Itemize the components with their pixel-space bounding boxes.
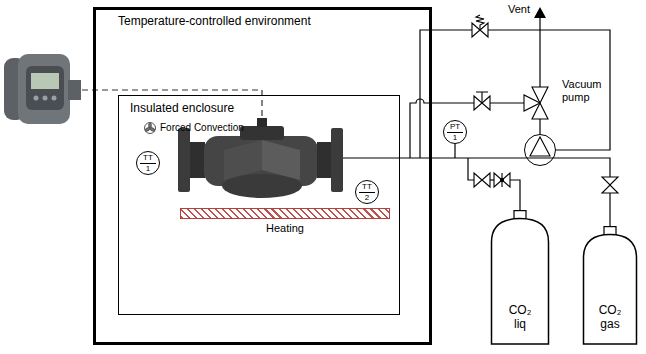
fan-label: Forced Convection — [160, 122, 244, 134]
pump-symbol — [530, 137, 550, 156]
pressure-sensor: PT1 — [443, 120, 467, 144]
three-way-valve — [532, 87, 548, 103]
temperature-sensor: TT1 — [136, 151, 160, 175]
fan-blade — [145, 127, 151, 132]
valve-stem — [257, 118, 267, 127]
vent-label: Vent — [508, 3, 530, 16]
cylinder-neck — [514, 211, 526, 219]
valve-symbols — [472, 15, 618, 193]
cylinder-neck — [604, 227, 616, 235]
transmitter-bezel — [26, 66, 64, 110]
instrument-tag: PT — [447, 123, 463, 133]
vacuum-pipe — [490, 102, 524, 103]
valve-symbol — [482, 96, 490, 110]
gas-cylinder: CO₂ liq — [490, 210, 550, 345]
valve-symbol — [474, 96, 482, 110]
transmitter-conduit — [68, 80, 81, 100]
heating-element: Heating — [180, 208, 390, 219]
instrument-tag: TT — [140, 154, 156, 164]
liquid-pipe — [510, 180, 520, 210]
transmitter-display — [31, 73, 59, 89]
vent-pipe — [420, 30, 472, 158]
valve-stub — [190, 142, 205, 178]
enclosure-box: Insulated enclosureForced ConvectionTT1T… — [118, 95, 400, 315]
valve-bonnet — [240, 126, 284, 140]
valve-flange — [178, 128, 190, 192]
valve-handle — [476, 92, 488, 103]
pump-label: Vacuum pump — [562, 78, 608, 104]
vent-arrow — [534, 7, 546, 18]
instrument-tag: TT — [359, 183, 375, 193]
cylinder-body — [492, 219, 549, 344]
check-valve — [500, 178, 503, 181]
temperature-sensor: TT2 — [355, 180, 379, 204]
fan-ring — [145, 123, 156, 134]
transmitter-picture — [4, 54, 81, 124]
transmitter-button — [52, 96, 57, 101]
valve-symbol — [474, 173, 482, 187]
region-title: Insulated enclosure — [130, 102, 234, 116]
vent-pipe — [539, 30, 540, 87]
instrument-number: 2 — [359, 193, 375, 202]
piping — [343, 18, 610, 226]
gas-pipe — [609, 193, 610, 226]
cylinder-label: CO₂ liq — [503, 303, 537, 331]
environment-box: Temperature-controlled environmentInsula… — [93, 7, 432, 345]
liquid-pipe — [490, 179, 494, 180]
vent-stack — [539, 18, 540, 30]
valve-flange — [331, 128, 343, 192]
instrument-number: 1 — [447, 133, 463, 142]
valve-symbol — [602, 177, 618, 185]
valve-symbol — [480, 23, 488, 37]
fan-icon — [145, 123, 156, 134]
main-pipe — [343, 158, 610, 177]
valve-symbol — [602, 185, 618, 193]
spring-symbol — [476, 15, 484, 30]
valve-face — [224, 140, 262, 180]
transmitter-button — [43, 96, 48, 101]
cylinder-body — [584, 235, 637, 344]
gas-cylinder: CO₂ gas — [582, 226, 638, 345]
transmitter-body — [18, 54, 70, 124]
instrument-number: 1 — [140, 164, 156, 173]
valve-stub — [317, 142, 332, 178]
cylinder-label: CO₂ gas — [593, 303, 627, 331]
valve-symbol — [482, 173, 490, 187]
valve-bulge — [222, 174, 302, 198]
valve-face — [262, 140, 300, 180]
pump-pipe — [539, 119, 540, 134]
transmitter-button — [34, 96, 39, 101]
valve-symbol — [472, 23, 480, 37]
region-title: Temperature-controlled environment — [118, 15, 311, 29]
vacuum-pump: Vacuum pump — [524, 134, 556, 166]
gauge-pipe — [454, 144, 455, 158]
three-way-valve — [532, 103, 548, 119]
heater-label: Heating — [266, 222, 304, 235]
vent-pipe — [488, 30, 610, 150]
liquid-pipe — [468, 158, 474, 180]
